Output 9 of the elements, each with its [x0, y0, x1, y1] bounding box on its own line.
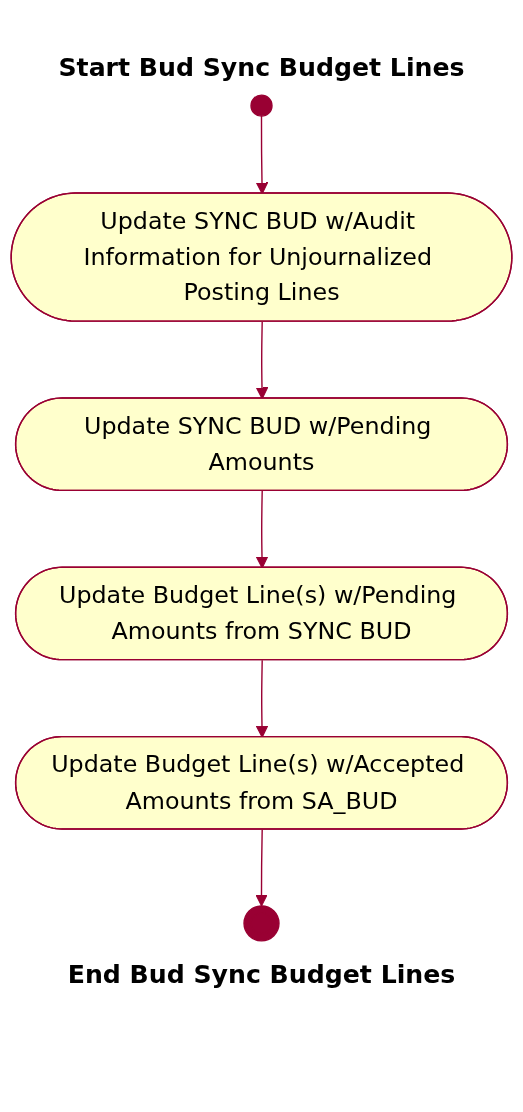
arrow [255, 659, 269, 738]
arrow [255, 828, 268, 907]
arrow [255, 321, 269, 400]
arrow [255, 115, 269, 195]
state-caption: End Bud Sync Budget Lines [67, 959, 456, 989]
node-circle [243, 905, 280, 942]
arrow [255, 490, 269, 569]
node-circle [250, 94, 273, 117]
state-caption: Start Bud Sync Budget Lines [58, 52, 465, 82]
